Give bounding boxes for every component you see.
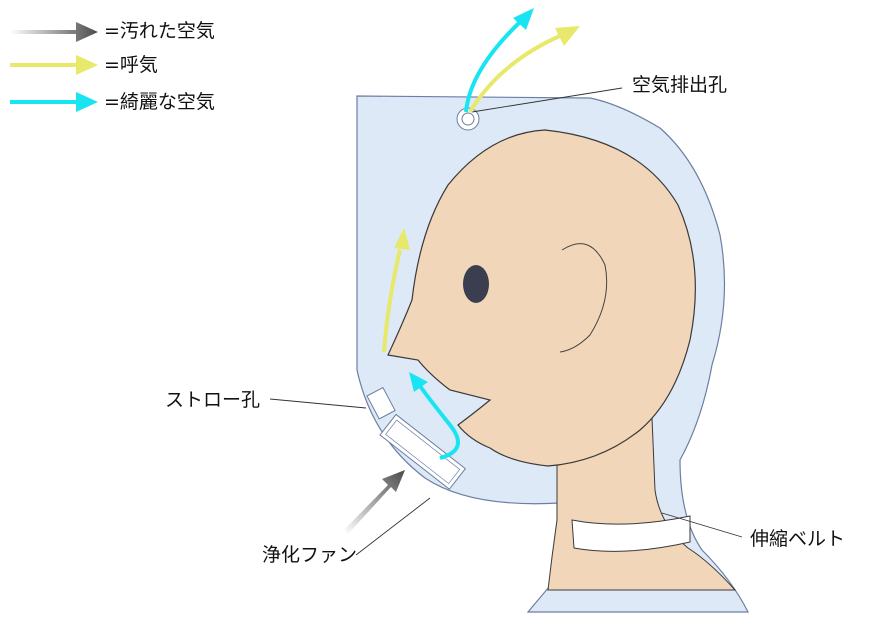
purify-fan-box [379, 413, 467, 490]
legend-label-clean: =綺麗な空気 [104, 91, 215, 113]
legend-arrow-clean [10, 92, 98, 112]
legend-arrow-dirty [10, 22, 98, 42]
clean-air-arrow-top [464, 20, 522, 113]
straw-hole-box [366, 386, 396, 420]
clean-air-arrow-mouth [418, 384, 460, 460]
exhale-arrow-nose-head [394, 228, 410, 250]
dirty-air-arrow [344, 470, 405, 534]
clean-air-arrow-top-head [513, 8, 534, 30]
ear [559, 243, 608, 353]
eye [463, 265, 489, 303]
label-purify-fan: 浄化ファン [262, 544, 358, 566]
legend-arrow-exhale [10, 55, 98, 75]
exhale-arrow-nose [382, 249, 402, 353]
clean-air-arrow-mouth-head [409, 372, 428, 392]
legend-label-exhale: =呼気 [104, 54, 158, 76]
exhale-arrow-top-head [555, 26, 580, 46]
purify-fan-inner [385, 419, 461, 485]
elastic-belt-band [571, 515, 691, 552]
head [387, 129, 696, 467]
leader-exhaust [471, 87, 623, 113]
exhale-arrow-top [468, 33, 563, 114]
leader-fan [355, 497, 431, 556]
leader-belt [661, 512, 743, 538]
label-straw-hole: ストロー孔 [165, 389, 261, 411]
legend-label-dirty: =汚れた空気 [104, 20, 215, 42]
label-elastic-belt: 伸縮ベルト [750, 528, 846, 550]
label-exhaust-hole: 空気排出孔 [632, 74, 728, 96]
leader-straw [269, 398, 367, 409]
exhaust-hole-ring-inner [461, 112, 475, 126]
